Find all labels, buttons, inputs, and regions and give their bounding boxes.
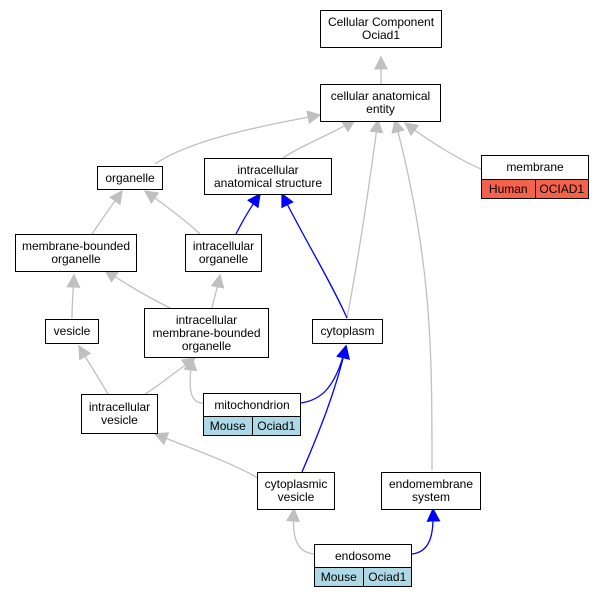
edge-endosome-to-es	[411, 507, 441, 555]
node-label-line: Ociad1	[361, 28, 401, 42]
edge-io-to-ias	[235, 192, 261, 235]
gene-tag: OCIAD1	[534, 180, 588, 198]
node-label-line: entity	[366, 102, 395, 116]
node-label-line: cytoplasmic	[264, 477, 328, 491]
node-intracellular-vesicle[interactable]: intracellular vesicle	[81, 394, 158, 434]
node-vesicle[interactable]: vesicle	[45, 319, 99, 344]
node-membrane[interactable]: membrane Human OCIAD1	[481, 155, 589, 199]
node-label-line: membrane-bounded	[152, 325, 261, 340]
node-cellular-anatomical-entity[interactable]: cellular anatomical entity	[320, 84, 441, 122]
node-label-line: endomembrane	[388, 477, 474, 491]
node-label-line: intracellular	[192, 239, 255, 253]
edge-io-to-organelle	[143, 190, 201, 235]
annotation-row: Mouse Ociad1	[315, 567, 411, 586]
node-label-line: endosome	[334, 548, 392, 563]
edge-imbo-to-mbo	[103, 269, 171, 309]
node-label-line: vesicle	[277, 490, 315, 504]
node-intracellular-anatomical-structure[interactable]: intracellular anatomical structure	[204, 158, 332, 195]
node-label-line: system	[411, 490, 450, 504]
node-label-line: organelle	[51, 252, 101, 266]
node-label-line: vesicle	[53, 324, 91, 338]
node-label-line: Cellular Component	[327, 15, 435, 29]
node-intracellular-organelle[interactable]: intracellular organelle	[185, 234, 262, 272]
node-endomembrane-system[interactable]: endomembrane system	[381, 472, 481, 510]
gene-tag: Ociad1	[251, 417, 300, 435]
edge-iv-to-vesicle	[78, 344, 109, 395]
node-cytoplasmic-vesicle[interactable]: cytoplasmic vesicle	[257, 472, 335, 510]
node-label-line: intracellular	[175, 312, 238, 327]
edge-endosome-to-cv	[286, 507, 315, 555]
edge-cytoplasm-to-ias	[281, 192, 348, 319]
node-cytoplasm[interactable]: cytoplasm	[312, 319, 383, 344]
node-label-line: anatomical structure	[213, 175, 323, 190]
edge-mbo-to-organelle	[91, 189, 123, 235]
edge-mito-to-imbo	[183, 356, 204, 404]
species-tag-mouse: Mouse	[315, 568, 363, 586]
node-label-line: mitochondrion	[214, 397, 290, 412]
edge-cv-to-iv	[153, 432, 259, 479]
node-label-line: organelle	[181, 338, 232, 353]
node-organelle[interactable]: organelle	[97, 166, 163, 190]
edge-es-to-cae	[391, 118, 433, 471]
node-intracellular-membrane-bounded-organelle[interactable]: intracellular membrane-bounded organelle	[144, 308, 269, 358]
annotation-row: Mouse Ociad1	[204, 416, 300, 435]
node-mitochondrion[interactable]: mitochondrion Mouse Ociad1	[203, 393, 301, 436]
node-endosome[interactable]: endosome Mouse Ociad1	[314, 544, 412, 587]
node-label-line: intracellular	[88, 400, 151, 414]
node-label-line: cytoplasm	[320, 324, 375, 338]
edge-ias-to-cae	[282, 119, 357, 159]
edge-imbo-to-io	[210, 273, 225, 309]
edge-mito-to-cytoplasm	[300, 344, 350, 404]
annotation-row: Human OCIAD1	[482, 179, 588, 198]
edge-cv-to-cytoplasm	[301, 344, 351, 473]
node-membrane-bounded-organelle[interactable]: membrane-bounded organelle	[15, 234, 137, 272]
edge-organelle-to-cae	[154, 110, 322, 165]
node-label-line: intracellular	[237, 162, 299, 177]
node-label-line: organelle	[105, 170, 155, 185]
edge-iv-to-imbo	[144, 357, 197, 395]
node-label-line: cellular anatomical	[330, 89, 431, 103]
edge-cytoplasm-to-cae	[346, 118, 384, 319]
species-tag-human: Human	[482, 180, 535, 198]
species-tag-mouse: Mouse	[204, 417, 252, 435]
node-cellular-component[interactable]: Cellular Component Ociad1	[320, 10, 442, 48]
node-label-line: membrane	[506, 160, 564, 174]
edge-vesicle-to-mbo	[66, 273, 81, 319]
node-label-line: membrane-bounded	[21, 239, 131, 253]
gene-tag: Ociad1	[362, 568, 411, 586]
node-label-line: vesicle	[101, 413, 138, 427]
edge-membrane-to-cae	[403, 122, 482, 170]
node-label-line: organelle	[198, 252, 249, 266]
